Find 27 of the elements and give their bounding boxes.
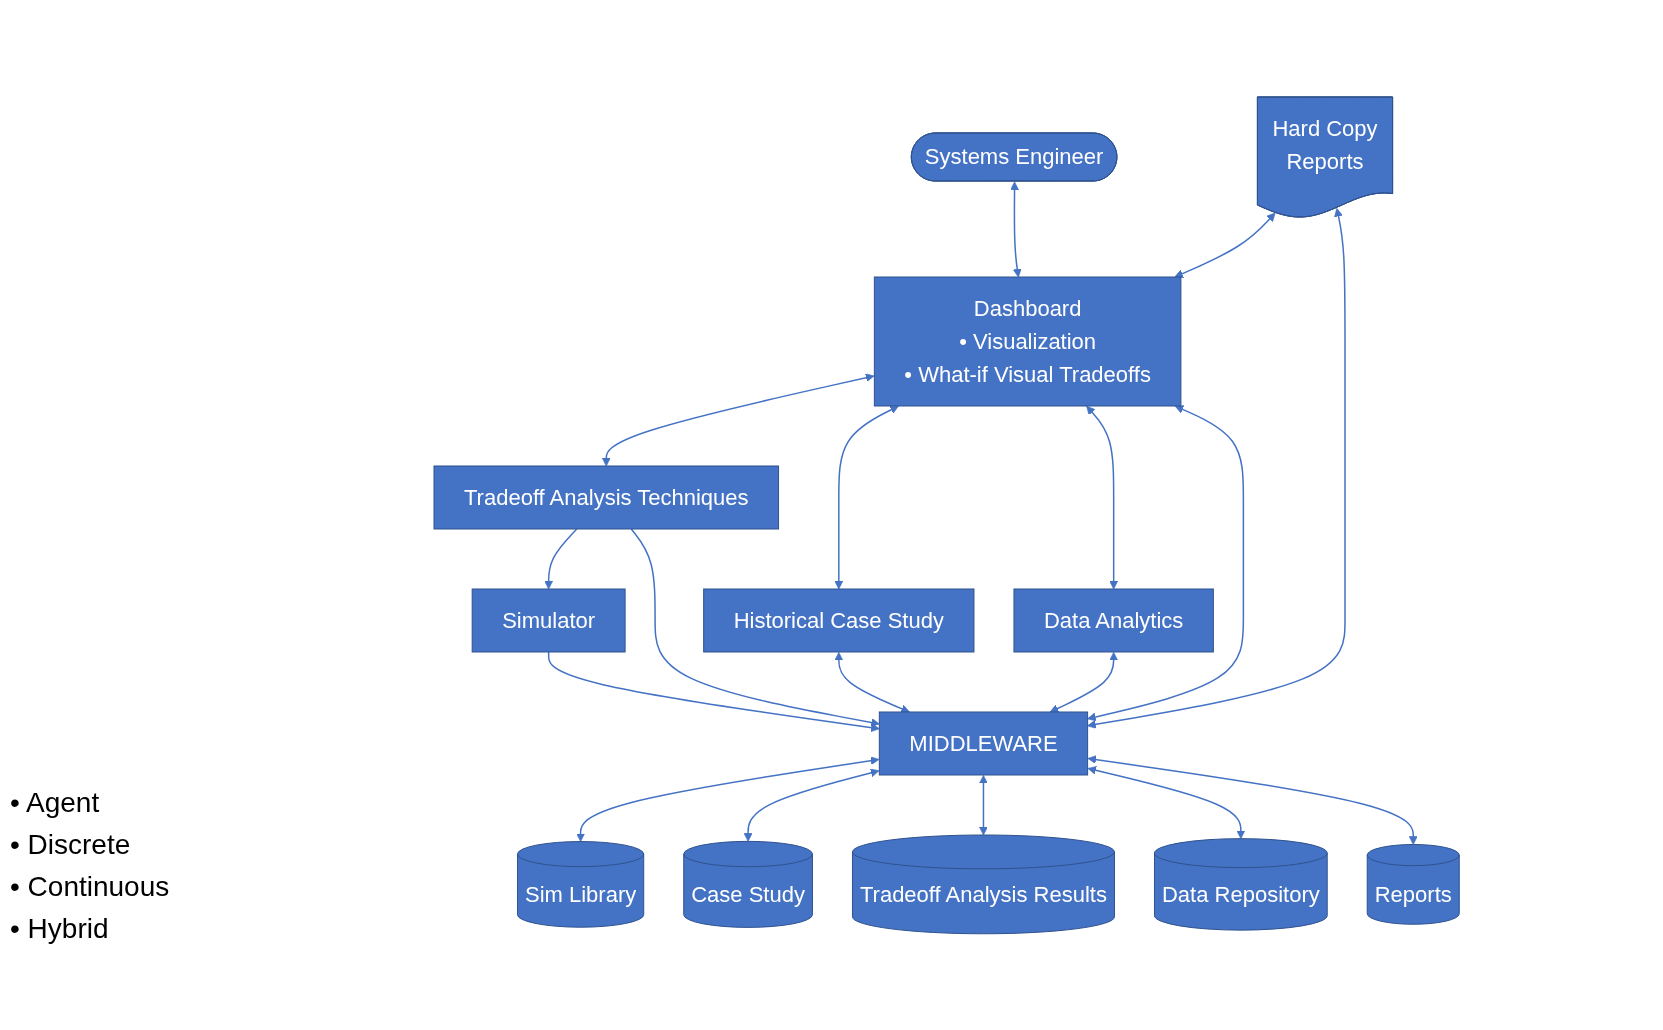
arrow xyxy=(1049,651,1118,713)
node-box: Simulator xyxy=(471,588,626,653)
arrow xyxy=(1010,181,1022,277)
arrow xyxy=(978,774,988,835)
arrow xyxy=(1086,405,1118,589)
bullet-item: • Agent xyxy=(10,786,101,820)
arrow xyxy=(1087,754,1418,845)
arrow xyxy=(1174,212,1276,278)
arrow xyxy=(834,405,899,589)
arrow xyxy=(601,373,875,466)
arrow xyxy=(576,755,880,842)
bullet-item: • Discrete xyxy=(10,828,132,862)
arrow xyxy=(1087,207,1346,729)
arrow xyxy=(547,650,880,732)
node-box: MIDDLEWARE xyxy=(878,711,1088,776)
arrow xyxy=(834,651,910,713)
arrow xyxy=(630,527,880,727)
node-box: Dashboard • Visualization • What-if Visual Tradeoffs xyxy=(873,276,1182,407)
node-box: Historical Case Study xyxy=(703,588,975,653)
bullet-item: • Continuous xyxy=(10,870,171,904)
bullet-item: • Hybrid xyxy=(10,912,110,946)
arrow xyxy=(544,527,578,589)
node-box: Tradeoff Analysis Techniques xyxy=(433,465,779,530)
arrow xyxy=(743,768,880,842)
arrow xyxy=(1087,765,1246,839)
arrow xyxy=(1087,404,1244,721)
node-box: Data Analytics xyxy=(1013,588,1214,653)
